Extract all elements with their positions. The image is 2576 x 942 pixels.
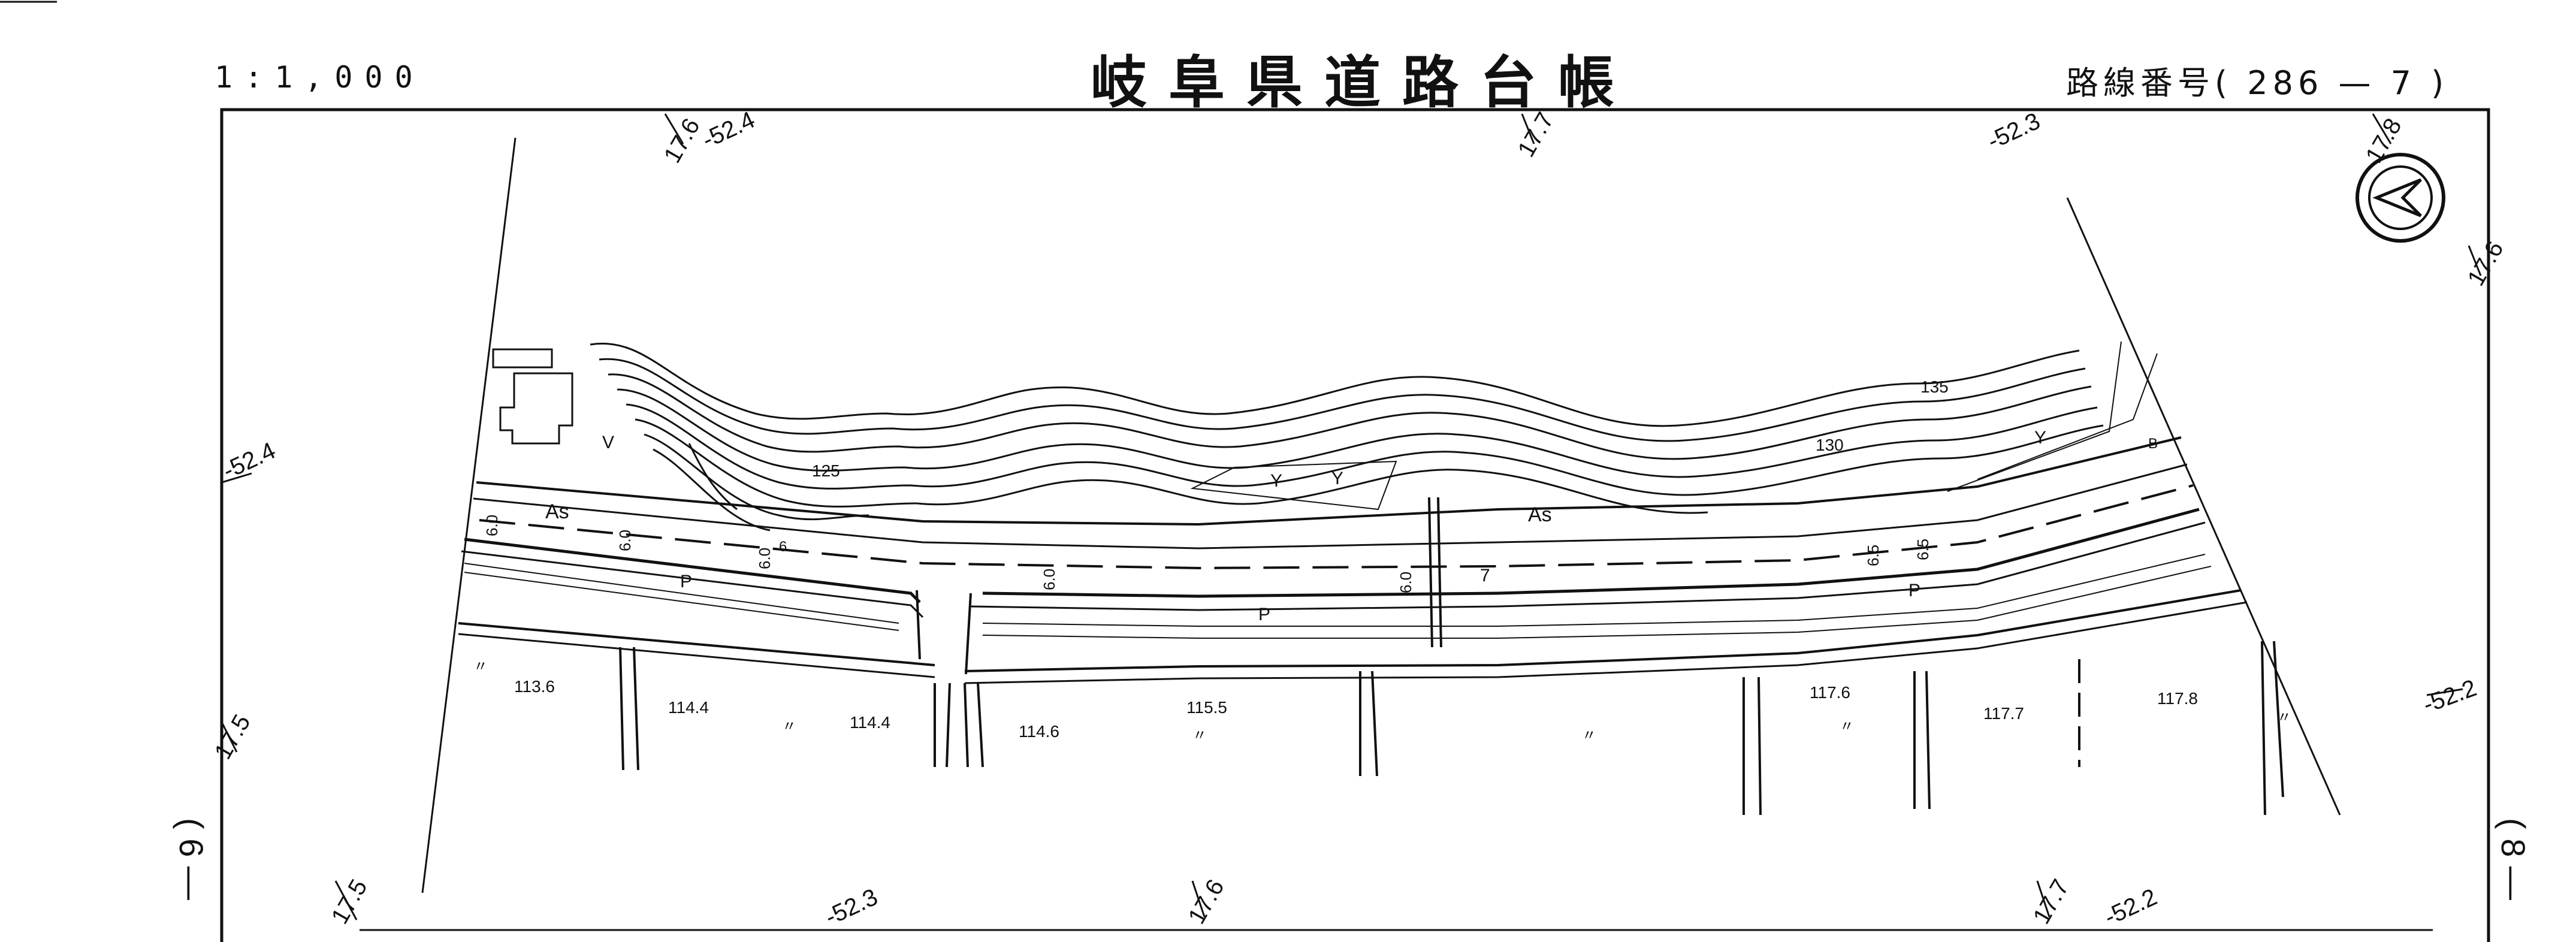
width-labels: 6.0 6.0 6.0 6.0 6.0 6.5 6.5 bbox=[483, 515, 1932, 593]
width-label: 6.5 bbox=[1914, 539, 1932, 560]
parking-label: P bbox=[1258, 605, 1270, 624]
map-scale: 1:1,000 bbox=[215, 60, 425, 95]
lot-number: 113.6 bbox=[514, 677, 555, 696]
grid-label: 17.6 bbox=[2463, 237, 2509, 290]
symbol-label: Y bbox=[1270, 471, 1282, 491]
lot-number: 117.8 bbox=[2157, 689, 2198, 708]
center-line bbox=[479, 484, 2194, 570]
grid-label: 17.7 bbox=[1513, 108, 1559, 161]
width-label: 6.0 bbox=[1040, 569, 1058, 590]
grid-label: 17.6 bbox=[659, 114, 705, 167]
contour-label: 135 bbox=[1920, 378, 1949, 396]
contour-label: 125 bbox=[812, 461, 840, 480]
grid-label: -52.3 bbox=[821, 884, 881, 931]
grid-label: -52.4 bbox=[219, 437, 279, 484]
symbol-label: Y bbox=[1331, 469, 1343, 488]
lot-ditto: 〃 bbox=[2277, 709, 2291, 726]
route-number: 路線番号( 286 — 7 ) bbox=[2066, 56, 2448, 104]
side-roads bbox=[619, 497, 2284, 816]
symbol-label: B bbox=[2148, 436, 2158, 452]
route-value: ( 286 — 7 ) bbox=[2215, 64, 2449, 102]
sheet-boundary-left bbox=[421, 137, 517, 893]
contour-label: 130 bbox=[1816, 436, 1844, 454]
symbol-label: V bbox=[602, 433, 614, 452]
grid-label: -52.2 bbox=[2420, 675, 2480, 718]
lot-number: 114.4 bbox=[668, 698, 709, 717]
parking-label: P bbox=[1908, 581, 1920, 600]
lot-ditto: 〃 bbox=[782, 718, 796, 735]
width-label: 6.0 bbox=[616, 530, 634, 551]
symbol-label: Y bbox=[2034, 428, 2046, 448]
grid-label: -52.2 bbox=[2100, 884, 2161, 931]
lot-ditto: 〃 bbox=[1192, 727, 1207, 744]
surface-labels: As As bbox=[545, 500, 1552, 526]
lot-number: 117.7 bbox=[1983, 704, 2024, 723]
contour-lines bbox=[590, 342, 2104, 532]
grid-label: -52.3 bbox=[1983, 108, 2044, 155]
grid-label: 17.5 bbox=[210, 710, 256, 763]
grid-label: 17.8 bbox=[2361, 114, 2407, 167]
map-frame bbox=[220, 108, 2490, 942]
grid-label: 17.6 bbox=[1183, 875, 1230, 928]
parking-labels: P P P bbox=[680, 572, 1920, 624]
hatched-shoulder bbox=[464, 341, 2212, 639]
sheet-boundary-right bbox=[2066, 197, 2341, 816]
grid-label: 17.7 bbox=[2028, 875, 2074, 928]
lot-ditto: 〃 bbox=[1582, 727, 1596, 744]
map-title: 岐阜県道路台帳 bbox=[1091, 50, 1636, 116]
north-arrow-icon bbox=[2355, 153, 2445, 243]
grid-label: -52.4 bbox=[698, 107, 759, 153]
width-label: 6.0 bbox=[483, 515, 501, 536]
width-label: 6.5 bbox=[1864, 545, 1882, 566]
lot-labels: 〃 113.6 114.4 〃 114.4 114.6 115.5 〃 〃 11… bbox=[473, 659, 2291, 744]
map-symbols: V Y Y Y B 7 6 bbox=[602, 428, 2158, 585]
surface-label: As bbox=[545, 500, 569, 523]
width-label: 6.0 bbox=[1397, 572, 1415, 593]
grid-ticks bbox=[221, 113, 2482, 920]
lot-number: 114.6 bbox=[1019, 722, 1059, 741]
grid-label: 17.5 bbox=[327, 875, 373, 928]
symbol-label: 7 bbox=[1480, 566, 1490, 585]
neighbor-sheets: ( 6 — ( 8 — bbox=[173, 818, 2532, 900]
lot-ditto: 〃 bbox=[473, 659, 488, 675]
width-label: 6.0 bbox=[756, 548, 774, 569]
neighbor-sheet-right: ( 8 — bbox=[2495, 818, 2532, 900]
lot-number: 117.6 bbox=[1810, 683, 1850, 702]
neighbor-sheet-left: ( 6 — bbox=[173, 818, 210, 900]
lot-number: 114.4 bbox=[850, 713, 890, 732]
contour-labels: 125 130 135 bbox=[812, 378, 1949, 480]
route-label: 路線番号 bbox=[2066, 64, 2215, 102]
lot-ditto: 〃 bbox=[1840, 718, 1854, 735]
road-edges bbox=[458, 436, 2248, 684]
surface-label: As bbox=[1528, 503, 1552, 526]
parking-label: P bbox=[680, 572, 692, 591]
lot-number: 115.5 bbox=[1186, 698, 1227, 717]
symbol-label: 6 bbox=[779, 539, 787, 555]
building-outlines bbox=[492, 348, 573, 445]
